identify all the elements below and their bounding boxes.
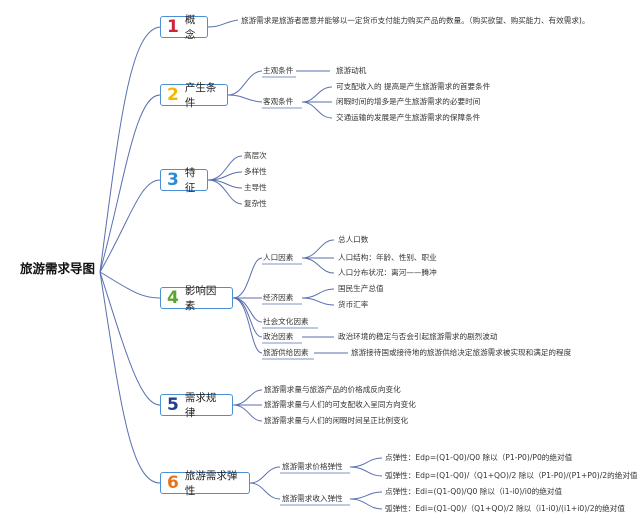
- branch-number: 6: [167, 473, 179, 493]
- leaf-item: 旅游接待国或接待地的旅游供给决定旅游需求被实现和满足的程度: [351, 348, 572, 357]
- branch-label: 概念: [184, 14, 196, 41]
- objective-condition: 客观条件: [263, 97, 294, 106]
- feature-item: 主导性: [244, 183, 267, 192]
- income-elasticity: 旅游需求收入弹性: [282, 494, 343, 503]
- feature-item: 多样性: [244, 167, 267, 176]
- branch-number: 5: [167, 395, 179, 415]
- concept-description: 旅游需求是旅游者愿意并能够以一定货币支付能力购买产品的数量。（购买欲望、购买能力…: [241, 16, 590, 25]
- law-item: 旅游需求量与人们的闲暇时间呈正比例变化: [264, 416, 409, 425]
- price-elasticity: 旅游需求价格弹性: [282, 462, 343, 471]
- leaf-item: 旅游动机: [336, 66, 367, 75]
- leaf-item: 国民生产总值: [338, 284, 384, 293]
- branch-label: 旅游需求弹性: [184, 470, 238, 497]
- formula-item: 点弹性：Edp=(Q1-Q0)/Q0 除以（P1-P0)/P0的绝对值: [385, 453, 573, 462]
- political-factor: 政治因素: [263, 332, 294, 341]
- leaf-item: 货币汇率: [338, 300, 369, 309]
- branch-label: 需求规律: [184, 392, 217, 419]
- formula-item: 弧弹性：Edi=(Q1-Q0)/（Q1+QO)/2 除以（i1-i0)/(i1+…: [385, 504, 625, 513]
- branch-conditions-node[interactable]: 2 产生条件: [160, 82, 228, 109]
- branch-number: 1: [167, 17, 179, 37]
- law-item: 旅游需求量与人们的可支配收入呈同方向变化: [264, 400, 416, 409]
- leaf-item: 交通运输的发展是产生旅游需求的保障条件: [336, 113, 481, 122]
- branch-demand-law-node[interactable]: 5 需求规律: [160, 392, 233, 419]
- feature-item: 高层次: [244, 151, 267, 160]
- branch-label: 特征: [184, 167, 196, 194]
- branch-label: 影响因素: [184, 285, 217, 312]
- leaf-item: 闲暇时间的增多是产生旅游需求的必要时间: [336, 97, 481, 106]
- leaf-item: 人口结构：年龄、性别、职业: [338, 253, 437, 262]
- branch-concept-node[interactable]: 1 概念: [160, 14, 208, 41]
- leaf-item: 人口分布状况：离河——腾冲: [338, 268, 437, 277]
- subjective-condition: 主观条件: [263, 66, 294, 75]
- leaf-item: 政治环境的稳定与否会引起旅游需求的剧烈波动: [338, 332, 498, 341]
- formula-item: 点弹性：Edi=(Q1-Q0)/Q0 除以（i1-i0)/i0的绝对值: [385, 487, 563, 496]
- social-culture-factor: 社会文化因素: [263, 317, 309, 326]
- branch-label: 产生条件: [184, 82, 217, 109]
- economic-factor: 经济因素: [263, 293, 294, 302]
- branch-elasticity-node[interactable]: 6 旅游需求弹性: [160, 470, 250, 497]
- branch-number: 3: [167, 170, 179, 190]
- feature-item: 复杂性: [244, 199, 267, 208]
- leaf-item: 可支配收入的 提高是产生旅游需求的首要条件: [336, 82, 491, 91]
- formula-item: 弧弹性：Edp=(Q1-Q0)/（Q1+QO)/2 除以（P1-P0)/(P1+…: [385, 471, 638, 480]
- supply-factor: 旅游供给因素: [263, 348, 309, 357]
- law-item: 旅游需求量与旅游产品的价格成反向变化: [264, 385, 401, 394]
- branch-features-node[interactable]: 3 特征: [160, 167, 208, 194]
- branch-number: 2: [167, 85, 179, 105]
- branch-factors-node[interactable]: 4 影响因素: [160, 285, 233, 312]
- root-title: 旅游需求导图: [20, 261, 96, 276]
- branch-number: 4: [167, 288, 179, 308]
- leaf-item: 总人口数: [338, 235, 369, 244]
- population-factor: 人口因素: [263, 253, 294, 262]
